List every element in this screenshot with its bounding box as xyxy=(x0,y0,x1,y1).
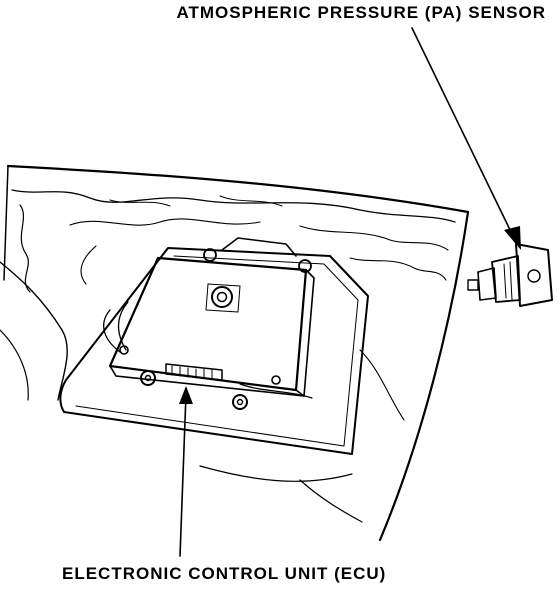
panel-right-edge xyxy=(378,210,470,542)
ecu-center-boss-inner xyxy=(216,291,228,303)
pa-sensor-vent xyxy=(527,269,541,283)
bolt-center xyxy=(236,398,244,406)
bolt xyxy=(119,345,129,355)
bolt xyxy=(298,259,312,273)
pa-leader-line xyxy=(411,27,514,237)
wire-harness xyxy=(103,309,121,353)
ecu-label: ELECTRONIC CONTROL UNIT (ECU) xyxy=(62,564,387,583)
contour-line xyxy=(219,195,283,207)
ecu-tray-inner-lip xyxy=(75,255,359,447)
contour-line xyxy=(0,329,29,401)
pa-sensor-rib xyxy=(503,263,507,299)
contour-line xyxy=(109,199,171,207)
bolt-center xyxy=(144,374,152,382)
bolt xyxy=(203,248,217,262)
contour-line xyxy=(19,204,31,293)
panel-left-edge xyxy=(3,165,9,281)
bolt xyxy=(232,394,248,410)
ecu-center-boss xyxy=(211,286,233,308)
bolt xyxy=(271,375,281,385)
pa-sensor-label: ATMOSPHERIC PRESSURE (PA) SENSOR xyxy=(176,3,546,22)
contour-line xyxy=(199,465,353,482)
contour-line xyxy=(299,479,363,523)
contour-line xyxy=(359,349,405,421)
bolt xyxy=(140,370,156,386)
pa-arrowhead xyxy=(504,226,521,250)
pa-sensor-port xyxy=(467,279,479,291)
wire-harness xyxy=(118,301,129,351)
ecu-box xyxy=(108,256,308,392)
pa-sensor xyxy=(467,243,553,307)
wire-harness xyxy=(239,383,313,399)
bracket-tab xyxy=(221,237,297,257)
panel-top-edge xyxy=(6,164,470,214)
ecu-arrowhead xyxy=(179,386,193,404)
pa-sensor-connector xyxy=(477,267,497,301)
ecu-tray xyxy=(59,247,369,455)
pa-sensor-rib xyxy=(509,261,513,301)
ecu-connector xyxy=(165,363,223,381)
ecu-box-side xyxy=(295,269,315,397)
pa-sensor-housing xyxy=(515,243,553,307)
contour-line xyxy=(349,257,447,281)
contour-line xyxy=(80,245,97,285)
ecu-boss-plate xyxy=(205,283,241,313)
contour-line xyxy=(299,225,449,251)
ecu-box-front xyxy=(109,365,305,397)
contour-line xyxy=(69,218,261,226)
contour-line xyxy=(11,189,456,223)
contour-line xyxy=(0,261,68,401)
ecu-leader-line xyxy=(179,393,187,557)
